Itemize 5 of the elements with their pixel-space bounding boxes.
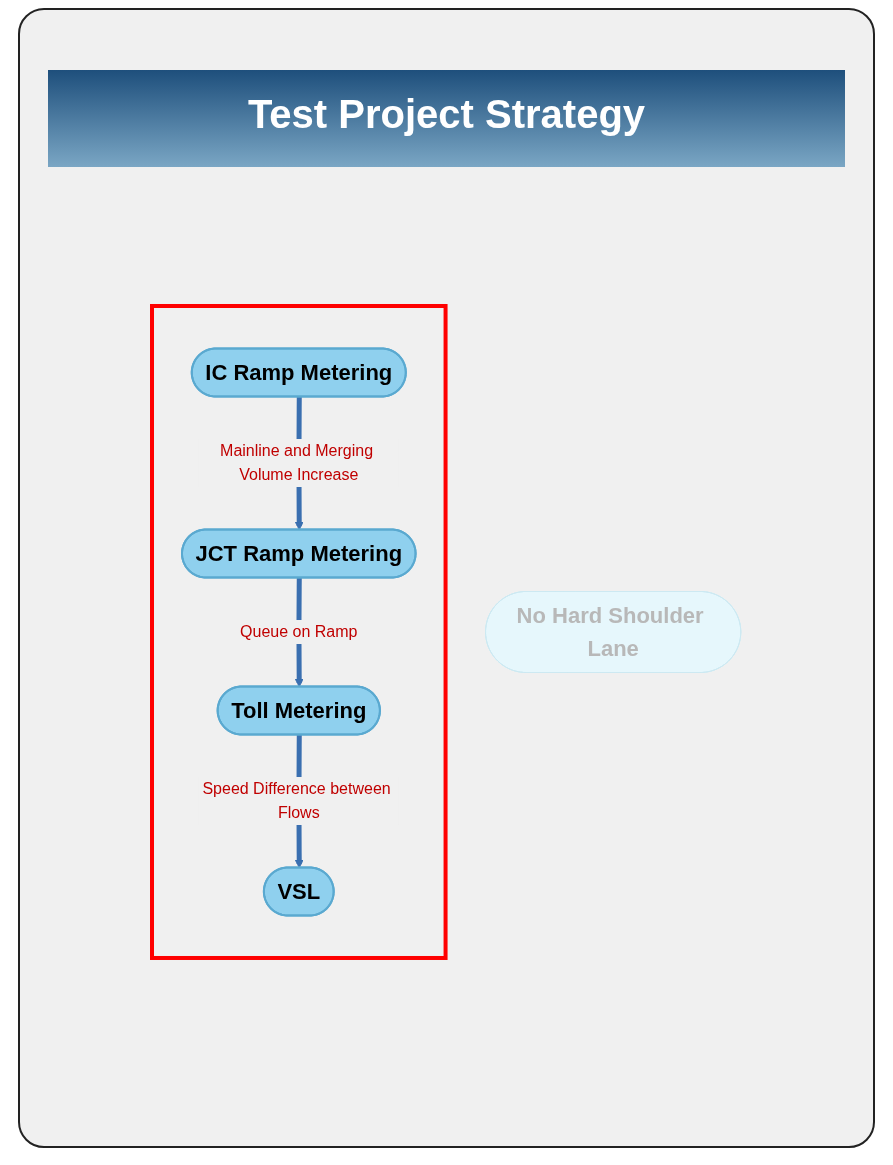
edge-label: Mainline and Merging Volume Increase bbox=[220, 442, 374, 483]
cluster bbox=[150, 304, 448, 960]
edge-label: Queue on Ramp bbox=[240, 622, 358, 640]
title-banner: Test Project Strategy bbox=[48, 70, 845, 167]
edge-label: Speed Difference between Flows bbox=[202, 779, 391, 821]
